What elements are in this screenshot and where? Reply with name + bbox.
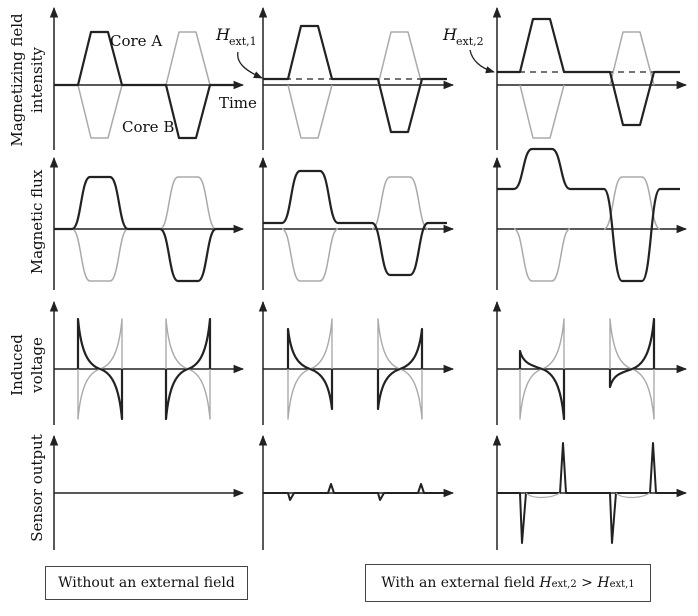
annotations: Core A Core B Time H ext,1 H ext,2 xyxy=(110,25,484,136)
hext1-sub: ext,1 xyxy=(229,35,257,48)
r2-col2-coreb-pulse1 xyxy=(281,228,339,282)
core-b-label: Core B xyxy=(122,118,174,136)
caption-without-field: Without an external field xyxy=(45,566,248,600)
r3-col3-corea-s3 xyxy=(608,367,633,389)
row-labels: Magnetizing field intensity Magnetic flu… xyxy=(8,13,46,542)
row-label-voltage-1: Induced xyxy=(8,334,26,396)
r2-col3-corea-trace xyxy=(497,147,680,283)
caption-right-gt: > xyxy=(576,575,598,591)
caption-right-h1-sub: ext,1 xyxy=(609,579,635,590)
r1-col3-coreb-pulse1 xyxy=(519,84,565,139)
r3-col1-coreb-s4 xyxy=(187,368,211,420)
r3-col3-corea-s1 xyxy=(518,349,543,371)
hext1-pointer-arrow xyxy=(237,51,263,79)
r1-col3-coreb-pulse2 xyxy=(609,31,655,86)
r3-col1-corea-s2 xyxy=(99,367,124,421)
caption-right-h2: H xyxy=(539,575,552,591)
r2-col1-corea-trace xyxy=(54,175,237,283)
r3-col2-coreb-s2 xyxy=(309,318,333,370)
r4-col2-output-trace xyxy=(263,483,447,501)
r3-col2-corea-s3 xyxy=(376,367,401,411)
r3-col1-corea-s4 xyxy=(187,317,212,371)
r3-col2-coreb-s3 xyxy=(377,318,401,370)
r3-col2-corea-s1 xyxy=(286,327,311,371)
r3-col1-corea-s3 xyxy=(164,367,189,421)
row-label-magnetizing-2: intensity xyxy=(28,46,46,113)
hext1-label: H ext,1 xyxy=(215,25,257,48)
row-label-flux: Magnetic flux xyxy=(28,169,46,274)
r1-col1-corea-trace xyxy=(54,30,237,140)
r3-col3-coreb-s2 xyxy=(541,318,565,370)
r3-col3-coreb-s4 xyxy=(631,368,655,420)
r2-col3-coreb-pulse1 xyxy=(513,228,571,282)
row-label-output: Sensor output xyxy=(28,434,46,542)
r3-col1-coreb-s3 xyxy=(165,318,189,370)
r1-col2-coreb-pulse2 xyxy=(377,31,423,86)
r3-col3-corea-s4 xyxy=(631,317,656,371)
caption-left-text: Without an external field xyxy=(58,575,235,591)
hext-pointers xyxy=(237,49,495,79)
r1-col1-coreb-pulse2 xyxy=(165,31,211,86)
r1-col2-coreb-pulse1 xyxy=(287,84,333,139)
r3-col2-corea-s2 xyxy=(309,367,334,411)
hext2-label: H ext,2 xyxy=(442,25,484,48)
r3-col3-corea-s2 xyxy=(541,367,566,421)
r3-col1-corea-s1 xyxy=(76,317,101,371)
caption-right-h2-sub: ext,2 xyxy=(551,579,577,590)
r3-col2-coreb-s4 xyxy=(399,368,423,420)
r1-col1-coreb-pulse1 xyxy=(77,84,123,139)
r3-col2-corea-s4 xyxy=(399,327,424,371)
r3-col1-coreb-s1 xyxy=(77,368,101,420)
row-label-voltage-2: voltage xyxy=(28,337,46,394)
r4-col3-output-trace xyxy=(497,442,680,544)
r2-col1-coreb-pulse1 xyxy=(71,228,129,282)
row-label-magnetizing-1: Magnetizing field xyxy=(8,13,26,147)
r3-col2-coreb-s1 xyxy=(287,368,311,420)
hext1-main: H xyxy=(215,25,231,44)
r2-col2-coreb-pulse2 xyxy=(371,176,429,230)
r4-col3-grey-dip2 xyxy=(615,492,651,499)
r3-col3-coreb-s1 xyxy=(519,368,543,420)
hext2-sub: ext,2 xyxy=(456,35,484,48)
hext2-main: H xyxy=(442,25,458,44)
waveform-panels xyxy=(49,6,688,550)
core-a-label: Core A xyxy=(110,32,162,50)
r3-col3-coreb-s3 xyxy=(609,318,633,370)
caption-right-h1: H xyxy=(597,575,610,591)
caption-right-prefix: With an external field xyxy=(381,575,540,591)
r3-col1-coreb-s2 xyxy=(99,318,123,370)
r2-col1-coreb-pulse2 xyxy=(159,176,217,230)
r2-col2-corea-trace xyxy=(263,169,447,277)
r4-col3-grey-dip1 xyxy=(525,492,561,499)
time-label: Time xyxy=(219,94,257,112)
hext2-pointer-arrow xyxy=(469,49,495,74)
